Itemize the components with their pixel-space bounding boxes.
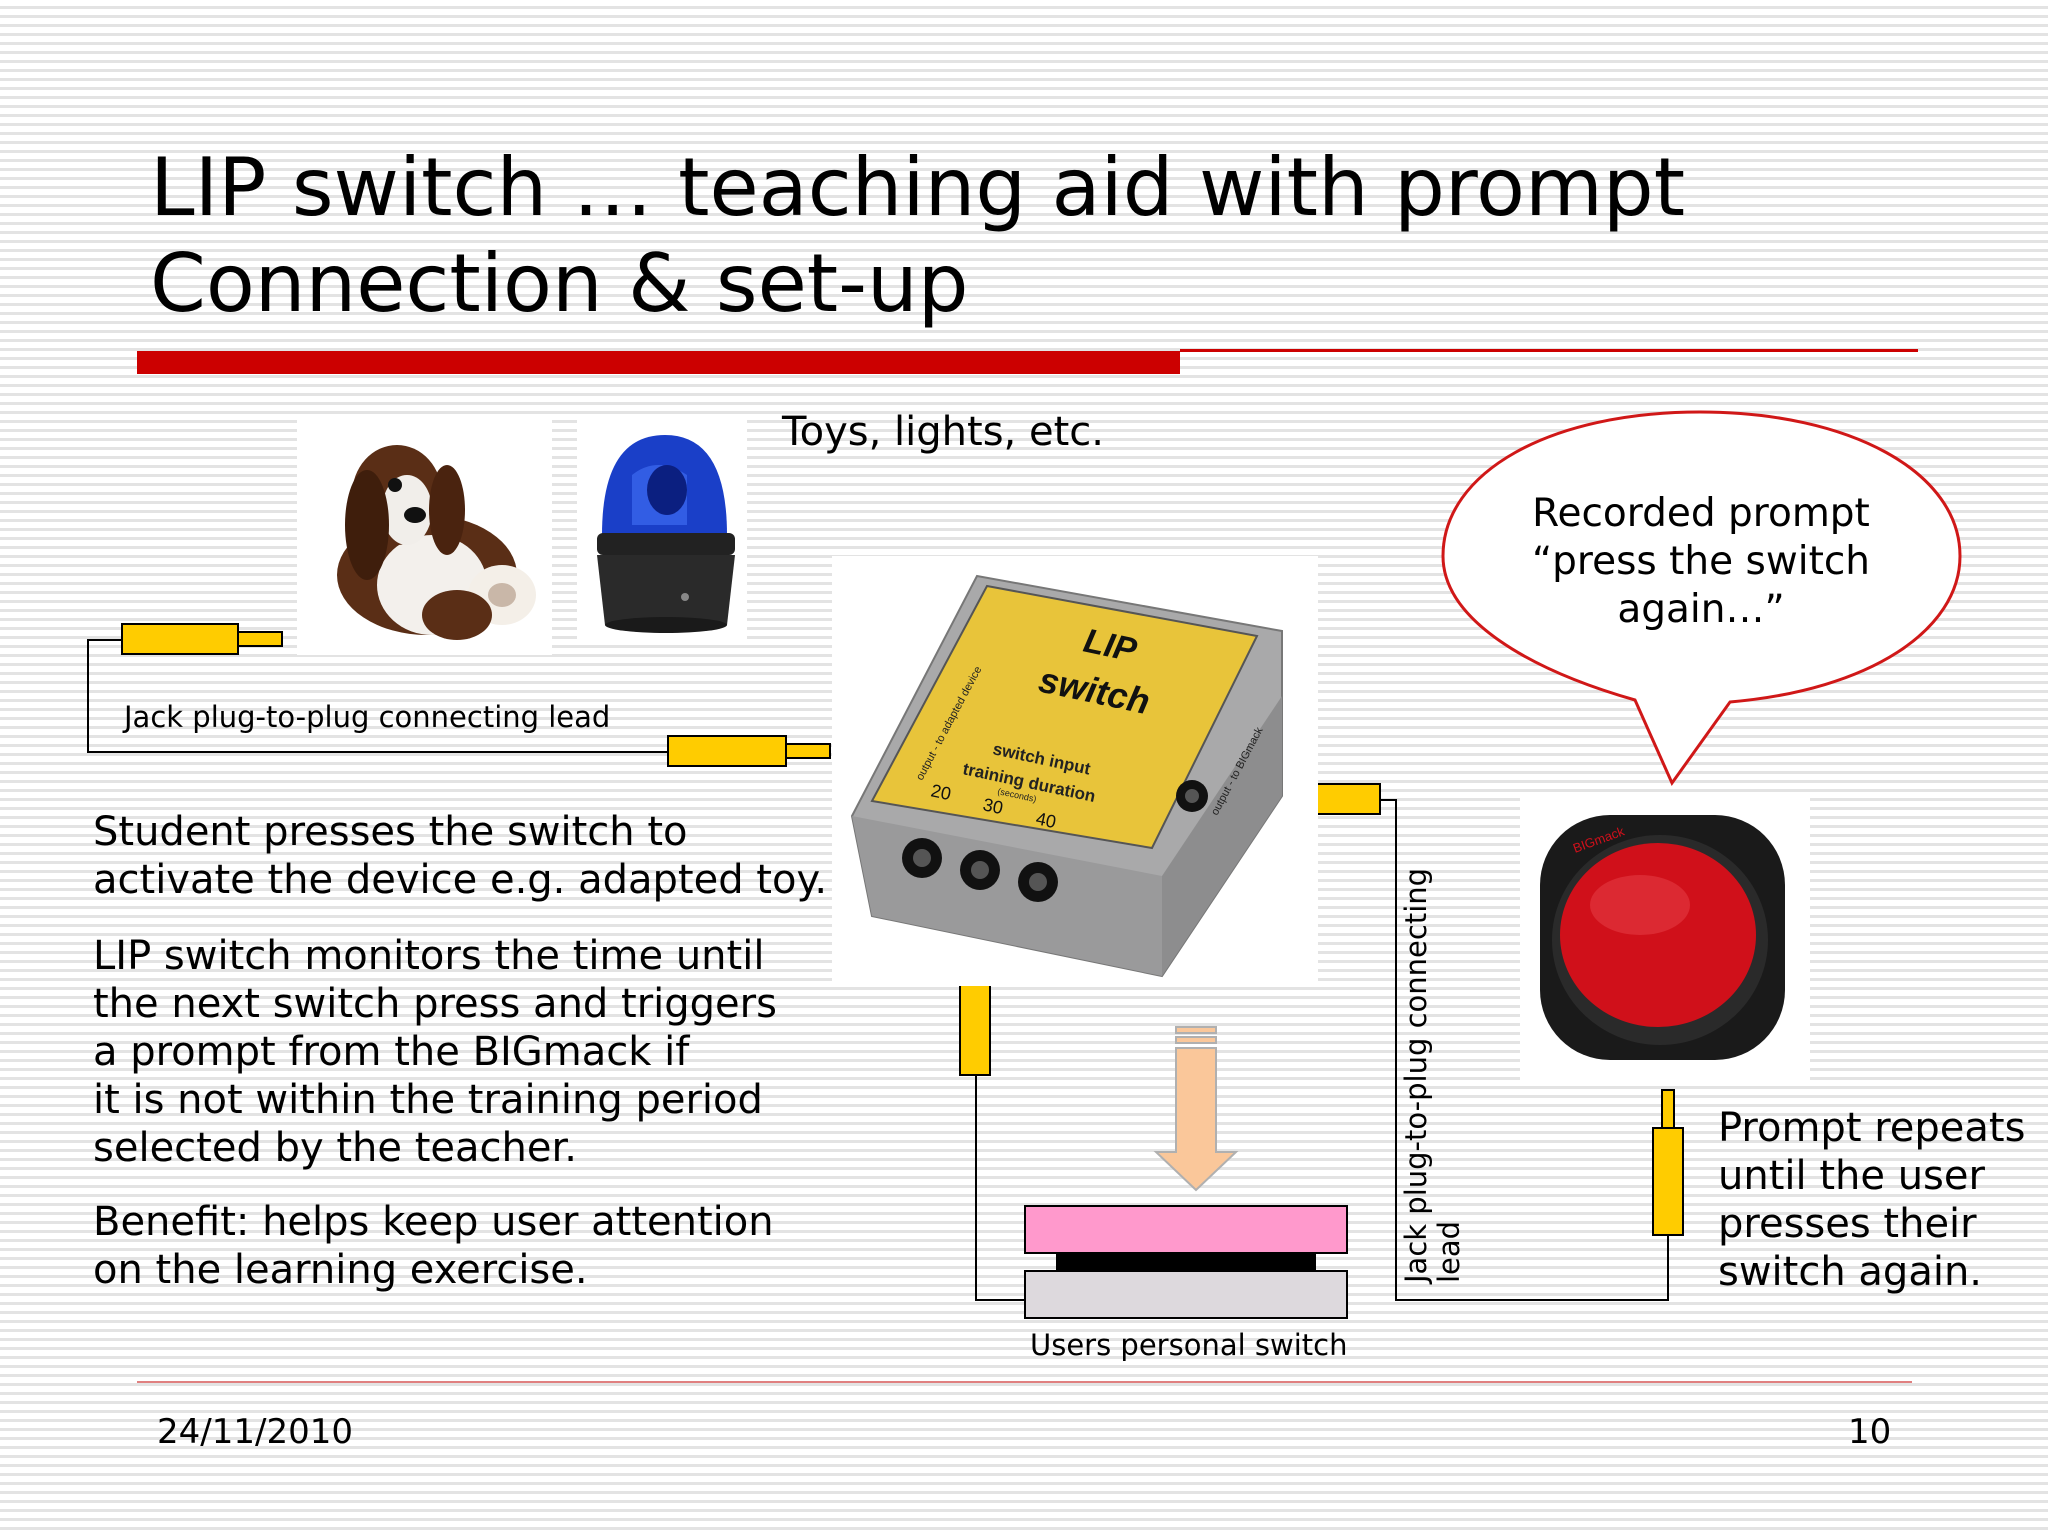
jack-lead-top-label: Jack plug-to-plug connecting lead [124, 700, 611, 734]
left-switch-lead-wire [975, 1075, 1025, 1301]
body-paragraph-2: LIP switch monitors the time until the n… [93, 932, 777, 1172]
top-plug-1 [121, 623, 239, 655]
para3-line-1: Benefit: helps keep user attention [93, 1199, 774, 1245]
duration-40: 40 [1034, 808, 1058, 832]
jack-lead-vertical-line-2: lead [1432, 1220, 1466, 1283]
vertical-plug-right [1652, 1127, 1684, 1236]
body-right-paragraph: Prompt repeats until the user presses th… [1718, 1104, 2025, 1296]
users-switch-graphic [1024, 1205, 1348, 1319]
footer-rule [137, 1381, 1912, 1383]
dog-toy-image [297, 415, 552, 655]
para1-line-2: activate the device e.g. adapted toy. [93, 857, 828, 903]
para2-line-5: selected by the teacher. [93, 1125, 577, 1171]
right-line-4: switch again. [1718, 1249, 1983, 1295]
body-paragraph-1: Student presses the switch to activate t… [93, 808, 827, 904]
right-line-3: presses their [1718, 1201, 1977, 1247]
press-arrow [1153, 1026, 1239, 1192]
speech-line-2: “press the switch [1531, 539, 1871, 584]
beacon-light-image [577, 415, 747, 645]
para1-line-1: Student presses the switch to [93, 809, 688, 855]
title-underline-thick [137, 351, 1180, 374]
body-paragraph-3: Benefit: helps keep user attention on th… [93, 1198, 774, 1294]
title-line-2: Connection & set-up [150, 237, 969, 330]
duration-20: 20 [929, 780, 953, 804]
para2-line-1: LIP switch monitors the time until [93, 933, 765, 979]
bigmack-switch-image: BIGmack [1520, 795, 1810, 1080]
vertical-plug-right-tip [1661, 1089, 1675, 1129]
slide-title: LIP switch … teaching aid with prompt Co… [150, 140, 1685, 332]
toys-label: Toys, lights, etc. [782, 409, 1104, 455]
footer-date: 24/11/2010 [157, 1412, 353, 1452]
speech-line-3: again…” [1617, 587, 1785, 632]
top-plug-2-tip [785, 743, 831, 759]
top-plug-2 [667, 735, 787, 767]
para3-line-2: on the learning exercise. [93, 1247, 588, 1293]
title-line-1: LIP switch … teaching aid with prompt [150, 141, 1686, 234]
speech-line-1: Recorded prompt [1532, 491, 1870, 536]
para2-line-2: the next switch press and triggers [93, 981, 777, 1027]
duration-30: 30 [981, 794, 1005, 818]
users-switch-label: Users personal switch [1030, 1328, 1348, 1362]
jack-lead-vertical-line-1: Jack plug-to-plug connecting [1399, 867, 1433, 1283]
right-line-1: Prompt repeats [1718, 1105, 2026, 1151]
para2-line-3: a prompt from the BIGmack if [93, 1029, 690, 1075]
right-lead-wire [1380, 799, 1669, 1301]
speech-bubble-text: Recorded prompt “press the switch again…… [1470, 490, 1932, 634]
para2-line-4: it is not within the training period [93, 1077, 763, 1123]
page-number: 10 [1848, 1412, 1892, 1452]
top-lead-wire [87, 639, 668, 753]
title-underline-thin [1180, 349, 1918, 352]
lip-switch-device: LIP switch output - to adapted device ou… [832, 556, 1318, 986]
jack-lead-vertical-label: Jack plug-to-plug connecting lead [1399, 867, 1466, 1283]
right-line-2: until the user [1718, 1153, 1985, 1199]
speech-bubble [1441, 410, 1962, 787]
top-plug-1-tip [237, 631, 283, 647]
